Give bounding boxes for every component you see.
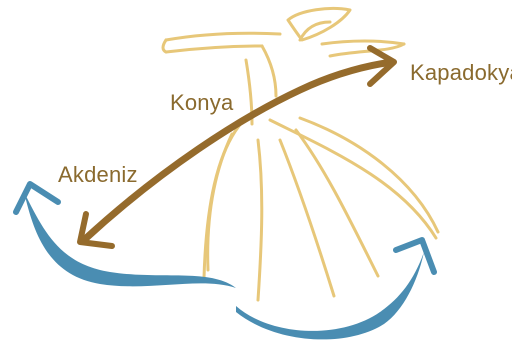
whirling-dervish-icon (161, 6, 440, 302)
label-konya: Konya (170, 90, 234, 115)
label-akdeniz: Akdeniz (58, 162, 138, 187)
akdeniz-curved-arrow (13, 181, 236, 288)
label-kapadokya: Kapadokya (410, 60, 512, 85)
kapadokya-curved-arrow (236, 237, 437, 340)
route-arrow (77, 45, 397, 249)
